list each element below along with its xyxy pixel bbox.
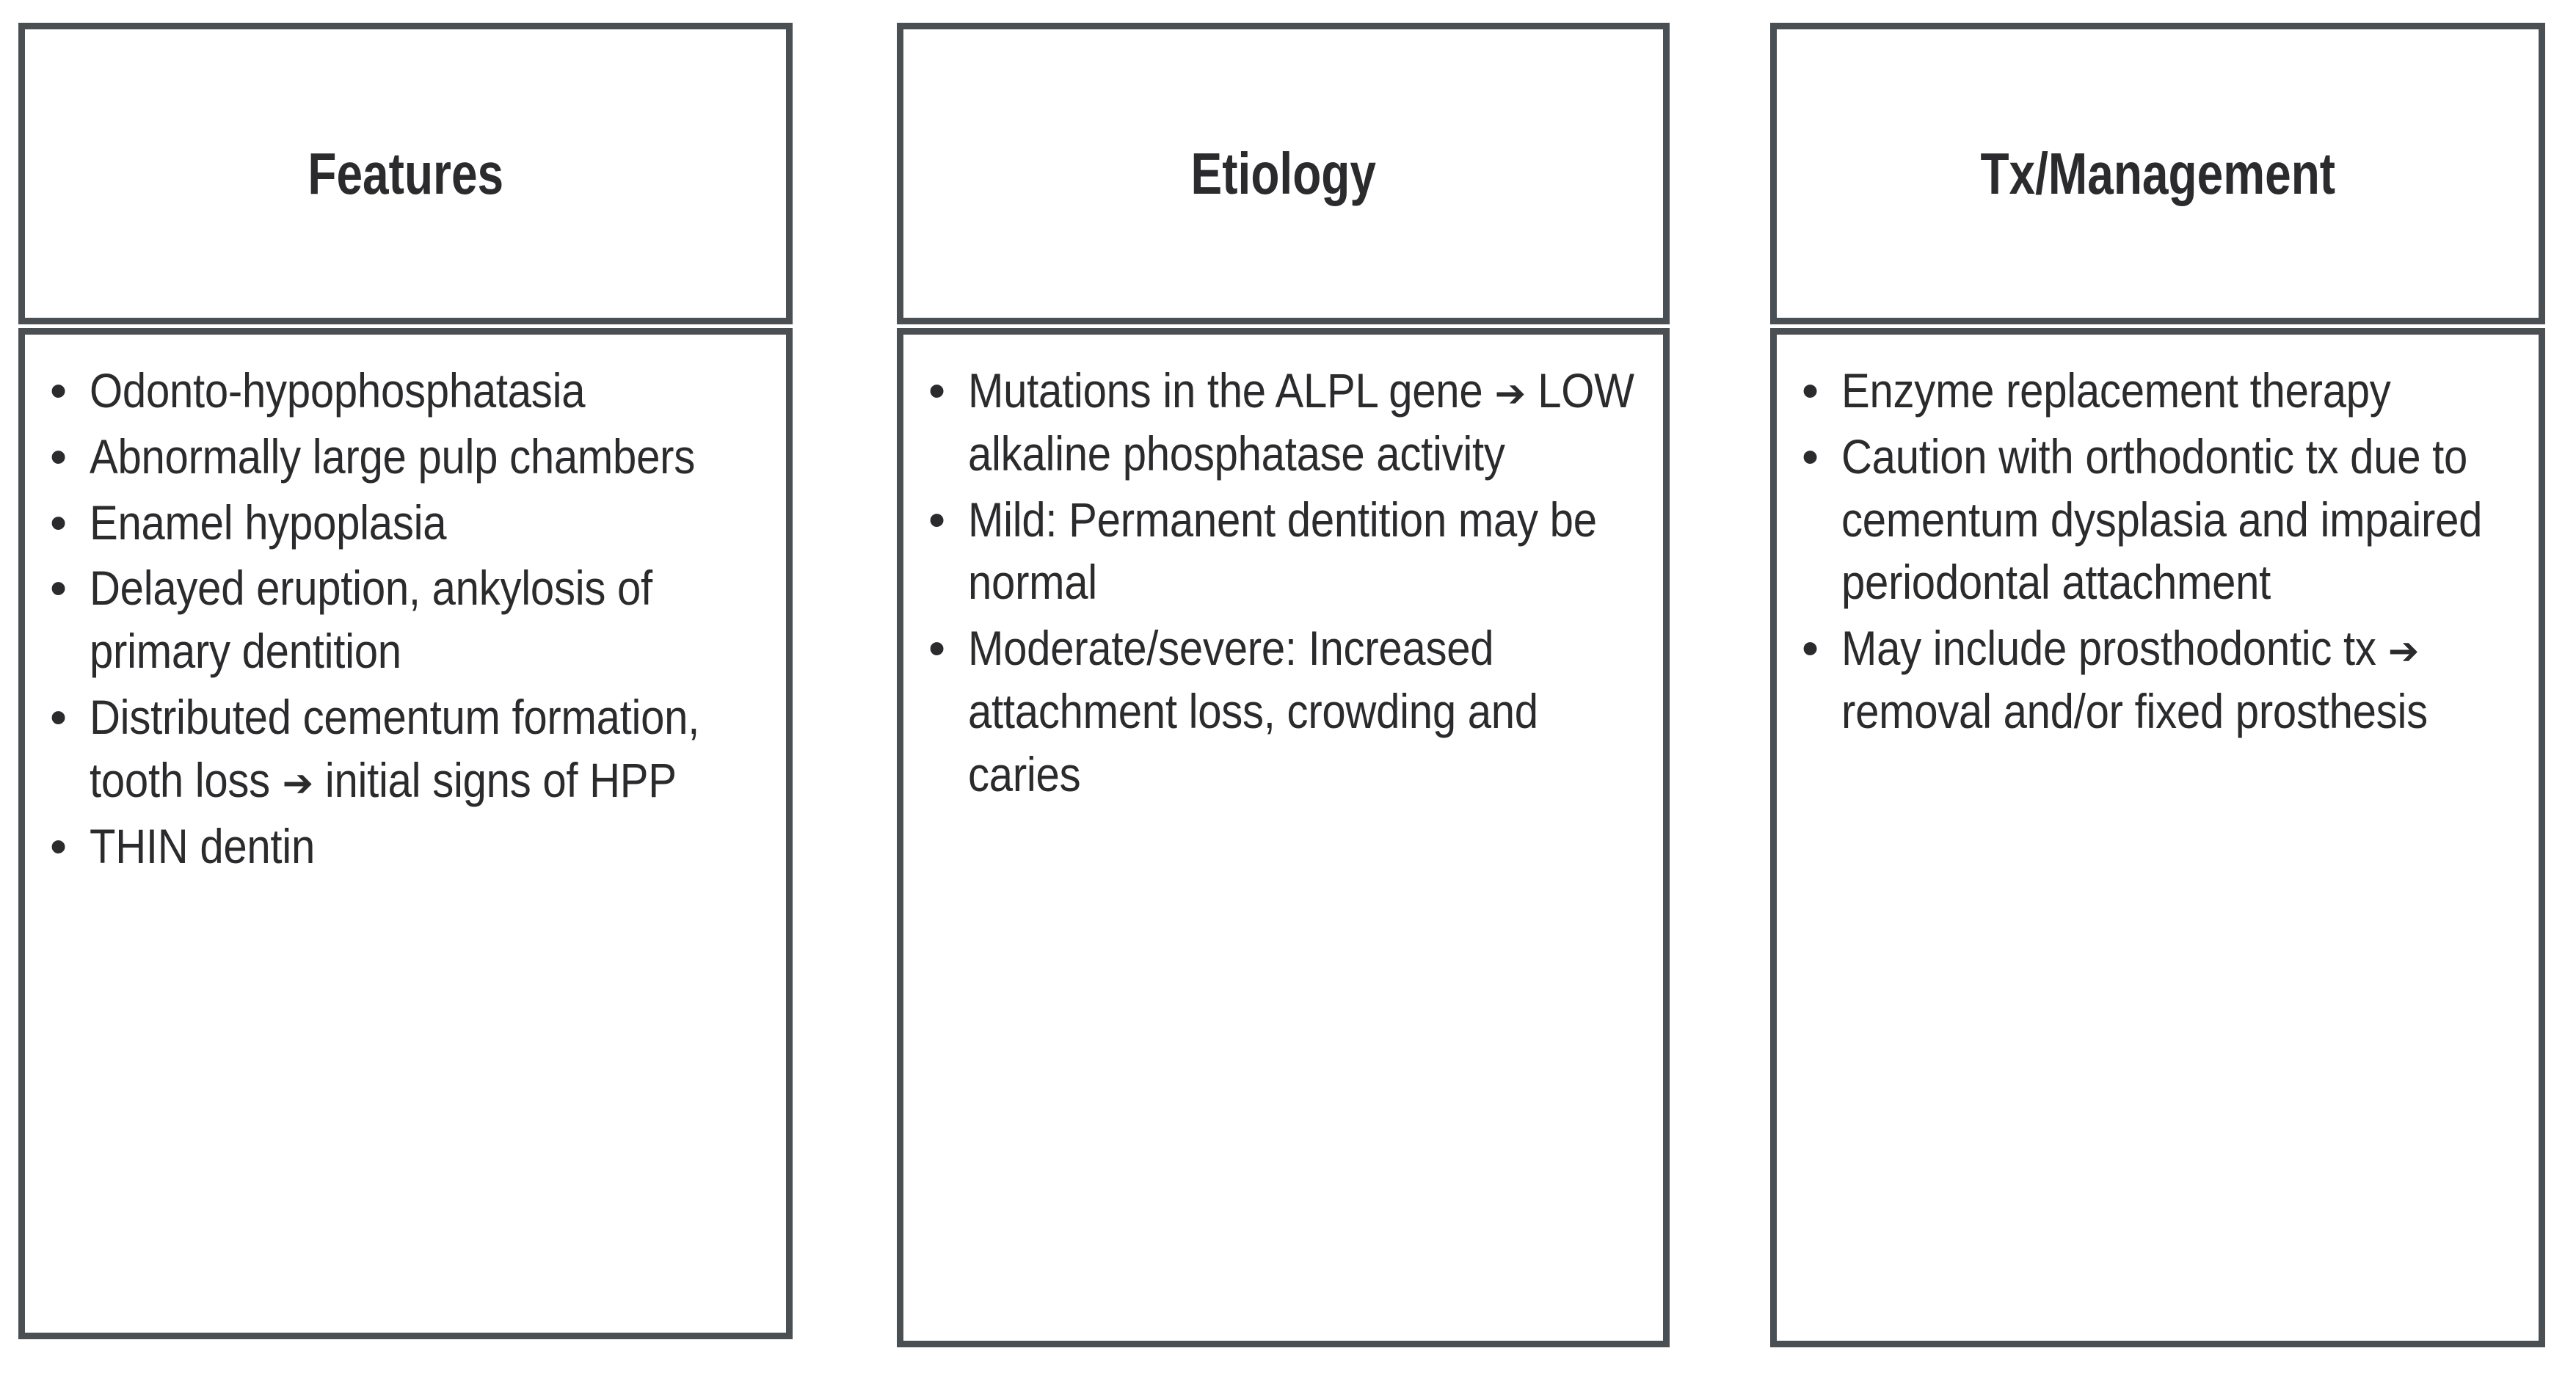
list-item-text: THIN dentin	[90, 818, 315, 873]
column-header-label: Etiology	[1190, 140, 1376, 206]
list-item: • THIN dentin	[44, 815, 767, 878]
list-item-text: May include prosthodontic tx ➔ removal a…	[1841, 617, 2519, 743]
list-item: • Caution with orthodontic tx due to cem…	[1796, 426, 2519, 614]
bullet-point-icon: •	[50, 363, 67, 418]
bullet-point-icon: •	[928, 621, 945, 676]
list-item: • May include prosthodontic tx ➔ removal…	[1796, 617, 2519, 743]
list-item-text: Odonto-hypophosphatasia	[90, 363, 586, 418]
list-item: • Enzyme replacement therapy	[1796, 360, 2519, 423]
list-item: • Odonto-hypophosphatasia	[44, 360, 767, 423]
bullet-point-icon: •	[50, 561, 67, 616]
bullet-point-icon: •	[928, 363, 945, 418]
column-body-features: • Odonto-hypophosphatasia • Abnormally l…	[18, 328, 793, 1339]
bullet-list-tx-management: • Enzyme replacement therapy • Caution w…	[1796, 360, 2519, 743]
bullet-point-icon: •	[1802, 621, 1819, 676]
list-item: • Distributed cementum formation, tooth …	[44, 686, 767, 812]
column-header-tx-management: Tx/Management	[1770, 23, 2545, 324]
column-header-features: Features	[18, 23, 793, 324]
column-features: Features • Odonto-hypophosphatasia • Abn…	[18, 23, 793, 1347]
bullet-list-etiology: • Mutations in the ALPL gene ➔ LOW alkal…	[923, 360, 1644, 806]
list-item: • Mild: Permanent dentition may be norma…	[923, 489, 1644, 615]
list-item-text-part: removal and/or fixed prosthesis	[1841, 683, 2428, 738]
list-item-text: Delayed eruption, ankylosis of primary d…	[90, 561, 652, 679]
bullet-point-icon: •	[1802, 429, 1819, 484]
list-item-text-part: initial signs of HPP	[313, 752, 677, 807]
column-tx-management: Tx/Management • Enzyme replacement thera…	[1770, 23, 2545, 1347]
bullet-point-icon: •	[928, 492, 945, 547]
list-item-text: Mutations in the ALPL gene ➔ LOW alkalin…	[968, 360, 1644, 486]
list-item-text: Abnormally large pulp chambers	[90, 429, 695, 484]
bullet-list-features: • Odonto-hypophosphatasia • Abnormally l…	[44, 360, 767, 878]
bullet-point-icon: •	[50, 429, 67, 484]
bullet-point-icon: •	[50, 689, 67, 744]
list-item: • Delayed eruption, ankylosis of primary…	[44, 557, 767, 683]
bullet-point-icon: •	[50, 818, 67, 873]
bullet-point-icon: •	[50, 495, 67, 550]
list-item: • Enamel hypoplasia	[44, 492, 767, 555]
column-body-tx-management: • Enzyme replacement therapy • Caution w…	[1770, 328, 2545, 1347]
list-item: • Abnormally large pulp chambers	[44, 426, 767, 489]
list-item-text-part: LOW alkaline phosphatase activity	[968, 363, 1634, 481]
list-item: • Mutations in the ALPL gene ➔ LOW alkal…	[923, 360, 1644, 486]
list-item-text: Caution with orthodontic tx due to cemen…	[1841, 429, 2483, 610]
column-header-label: Features	[308, 140, 503, 206]
column-etiology: Etiology • Mutations in the ALPL gene ➔ …	[897, 23, 1670, 1347]
list-item-text-part: Distributed cementum formation, tooth lo…	[90, 689, 700, 807]
list-item-text-part: May include prosthodontic tx	[1841, 621, 2388, 676]
list-item-text: Enamel hypoplasia	[90, 495, 447, 550]
list-item-text: Distributed cementum formation, tooth lo…	[90, 686, 767, 812]
column-header-label: Tx/Management	[1980, 140, 2335, 206]
column-body-etiology: • Mutations in the ALPL gene ➔ LOW alkal…	[897, 328, 1670, 1347]
column-header-etiology: Etiology	[897, 23, 1670, 324]
list-item-text-part: Mutations in the ALPL gene	[968, 363, 1495, 418]
right-arrow-icon: ➔	[2387, 629, 2420, 674]
right-arrow-icon: ➔	[282, 761, 313, 806]
list-item-text: Enzyme replacement therapy	[1841, 363, 2391, 418]
bullet-point-icon: •	[1802, 363, 1819, 418]
list-item: • Moderate/severe: Increased attachment …	[923, 617, 1644, 806]
right-arrow-icon: ➔	[1494, 371, 1527, 416]
list-item-text: Mild: Permanent dentition may be normal	[968, 492, 1597, 610]
list-item-text: Moderate/severe: Increased attachment lo…	[968, 621, 1538, 801]
